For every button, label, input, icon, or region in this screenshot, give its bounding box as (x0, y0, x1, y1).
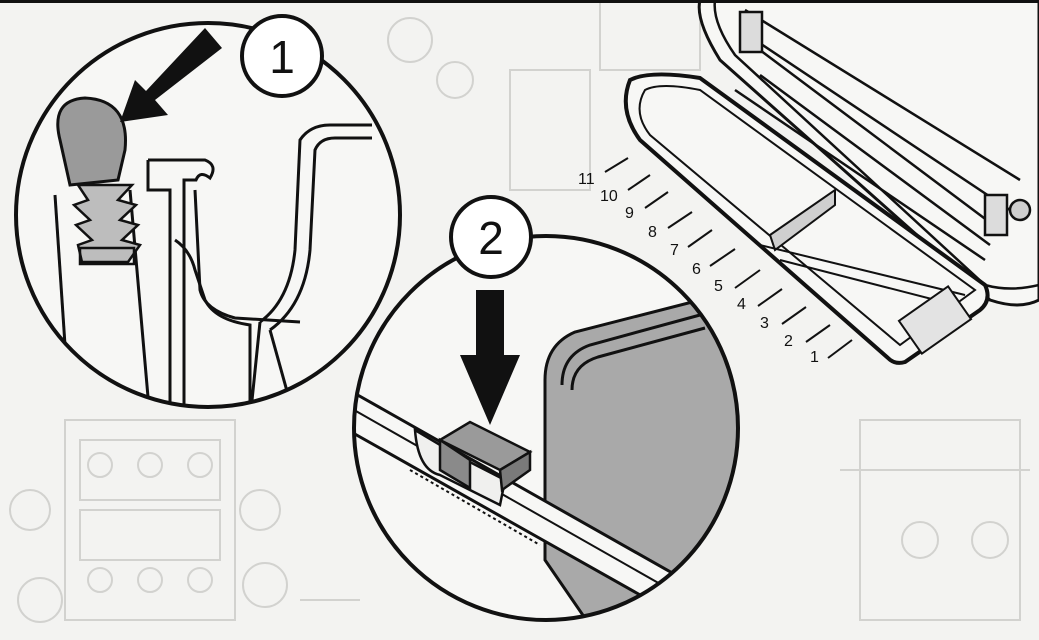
appliance-overview (604, 0, 1039, 365)
slot-label-7: 7 (670, 242, 679, 259)
slot-label-3: 3 (760, 315, 769, 332)
slot-label-10: 10 (600, 188, 618, 205)
step-1-number: 1 (269, 31, 295, 83)
background-schematic (9, 0, 1030, 623)
slot-label-4: 4 (737, 296, 746, 313)
step-1-badge: 1 (240, 14, 324, 98)
knob-shape (56, 96, 127, 187)
slot-label-8: 8 (648, 224, 657, 241)
step-2-number: 2 (478, 212, 504, 264)
detail-1 (14, 21, 402, 409)
slot-label-11: 11 (578, 171, 595, 188)
detail-2 (352, 234, 740, 622)
slot-label-2: 2 (784, 333, 793, 350)
slot-label-1: 1 (810, 349, 819, 366)
step-2-badge: 2 (449, 195, 533, 279)
slot-label-9: 9 (625, 205, 634, 222)
slot-label-6: 6 (692, 261, 701, 278)
serrated-stem (71, 183, 143, 264)
slot-label-5: 5 (714, 278, 723, 295)
slot-labels: 1 2 3 4 5 6 7 8 9 10 11 (578, 171, 819, 366)
arrow-down-left-icon (120, 28, 222, 122)
arrow-down-icon (460, 290, 520, 425)
